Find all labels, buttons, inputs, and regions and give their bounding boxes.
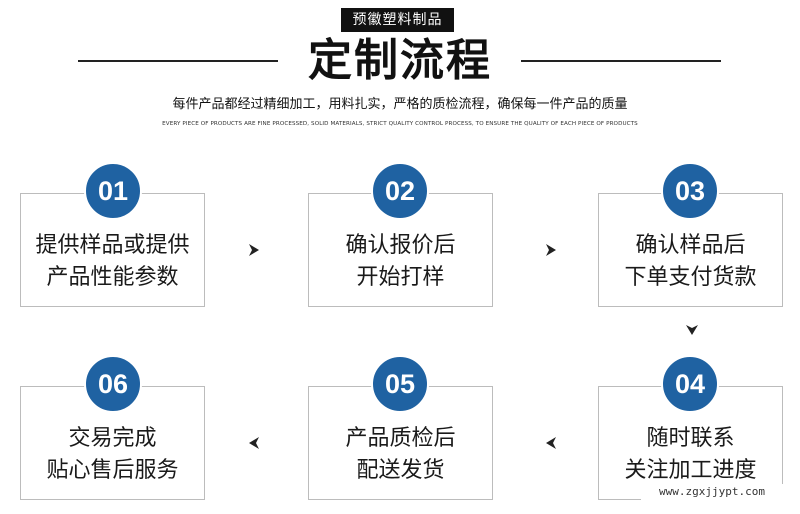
chevron-down-icon xyxy=(686,325,698,335)
step-line-2: 开始打样 xyxy=(356,265,445,290)
chevron-right-icon xyxy=(546,244,556,256)
step-text: 随时联系 关注加工进度 xyxy=(599,423,782,487)
title-rule-left xyxy=(78,60,278,62)
step-text: 提供样品或提供 产品性能参数 xyxy=(21,230,204,294)
step-text: 产品质检后 配送发货 xyxy=(309,423,492,487)
chevron-right-icon xyxy=(249,244,259,256)
step-line-2: 产品性能参数 xyxy=(46,265,179,290)
title-rule-right xyxy=(521,60,721,62)
page-title: 定制流程 xyxy=(308,35,492,86)
step-line-1: 随时联系 xyxy=(646,426,735,451)
step-number-03: 03 xyxy=(661,162,719,220)
chevron-left-icon xyxy=(249,437,259,449)
step-number-06: 06 xyxy=(84,355,142,413)
chevron-left-icon xyxy=(546,437,556,449)
step-text: 交易完成 贴心售后服务 xyxy=(21,423,204,487)
step-line-1: 提供样品或提供 xyxy=(35,233,190,258)
step-number-04: 04 xyxy=(661,355,719,413)
step-number-02: 02 xyxy=(371,162,429,220)
step-line-1: 产品质检后 xyxy=(345,426,456,451)
step-number-01: 01 xyxy=(84,162,142,220)
step-line-1: 交易完成 xyxy=(68,426,157,451)
step-number-05: 05 xyxy=(371,355,429,413)
step-line-2: 贴心售后服务 xyxy=(46,458,179,483)
site-watermark: www.zgxjjypt.com xyxy=(641,484,783,500)
step-line-2: 下单支付货款 xyxy=(624,265,757,290)
brand-badge: 预徽塑料制品 xyxy=(341,8,454,32)
step-text: 确认样品后 下单支付货款 xyxy=(599,230,782,294)
step-line-1: 确认样品后 xyxy=(635,233,746,258)
step-line-1: 确认报价后 xyxy=(345,233,456,258)
subtitle-english: EVERY PIECE OF PRODUCTS ARE FINE PROCESS… xyxy=(162,121,638,127)
step-text: 确认报价后 开始打样 xyxy=(309,230,492,294)
step-line-2: 配送发货 xyxy=(356,458,445,483)
step-line-2: 关注加工进度 xyxy=(624,458,757,483)
subtitle: 每件产品都经过精细加工，用料扎实，严格的质检流程，确保每一件产品的质量 xyxy=(172,97,628,112)
